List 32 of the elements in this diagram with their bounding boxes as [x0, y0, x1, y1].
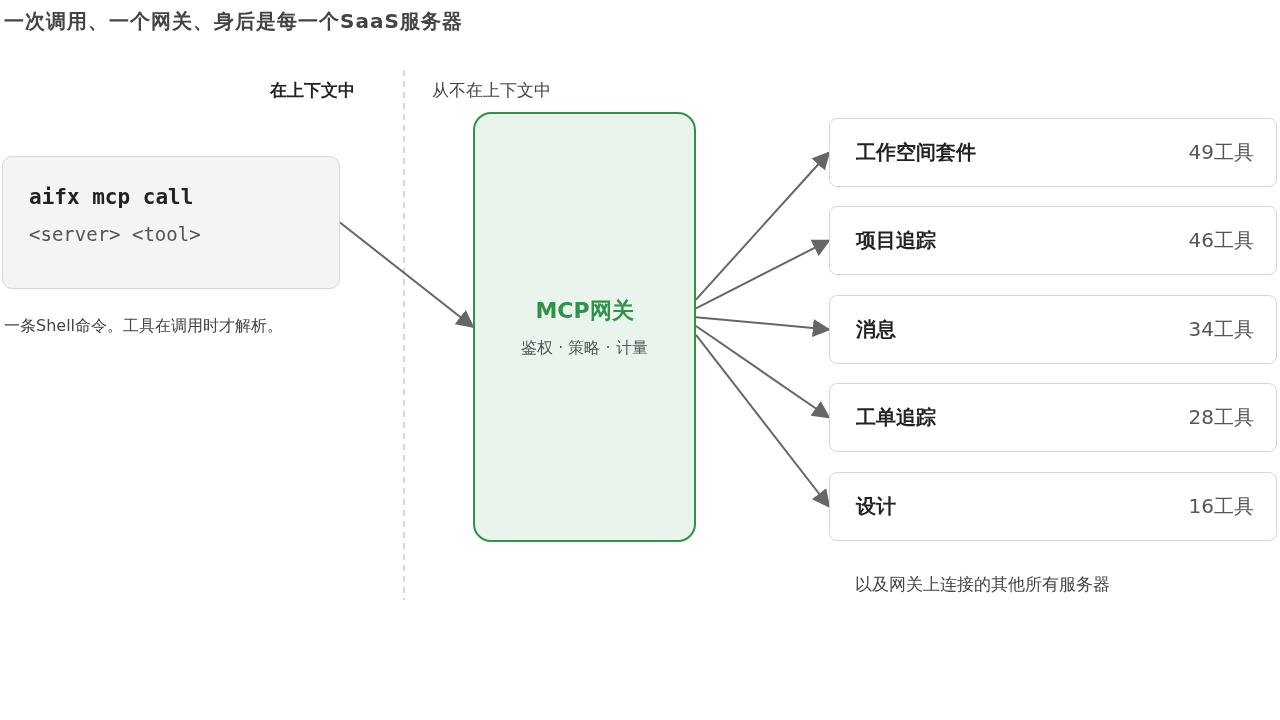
tool-count: 49工具 [1188, 139, 1254, 166]
command-box [2, 156, 340, 289]
service-name: 设计 [856, 493, 896, 520]
command-arguments: <server> <tool> [29, 223, 202, 245]
arrow [695, 239, 831, 310]
service-box [829, 118, 1277, 187]
service-box [829, 472, 1277, 541]
service-name: 工作空间套件 [856, 139, 976, 166]
service-box [829, 295, 1277, 364]
service-box [829, 206, 1277, 275]
tool-count: 28工具 [1188, 404, 1254, 431]
footnote-text: 以及网关上连接的其他所有服务器 [855, 573, 1110, 596]
command-caption: 一条Shell命令。工具在调用时才解析。 [4, 316, 284, 337]
arrow [695, 333, 831, 508]
service-box [829, 383, 1277, 452]
arrow [339, 221, 475, 329]
region-label: 在上下文中 [270, 79, 355, 102]
arrow [695, 151, 831, 301]
gateway-box [473, 112, 696, 542]
region-label: 从不在上下文中 [432, 79, 551, 102]
command-text: aifx mcp call [29, 185, 195, 209]
tool-count: 16工具 [1188, 493, 1254, 520]
tool-count: 34工具 [1188, 316, 1254, 343]
arrow [695, 325, 831, 419]
diagram-title: 一次调用、一个网关、身后是每一个SaaS服务器 [4, 8, 463, 35]
service-name: 消息 [856, 316, 896, 343]
arrow [695, 316, 831, 337]
service-name: 项目追踪 [856, 227, 936, 254]
tool-count: 46工具 [1188, 227, 1254, 254]
gateway-subtitle: 鉴权 · 策略 · 计量 [521, 337, 648, 359]
gateway-title: MCP网关 [535, 296, 634, 325]
service-name: 工单追踪 [856, 404, 936, 431]
